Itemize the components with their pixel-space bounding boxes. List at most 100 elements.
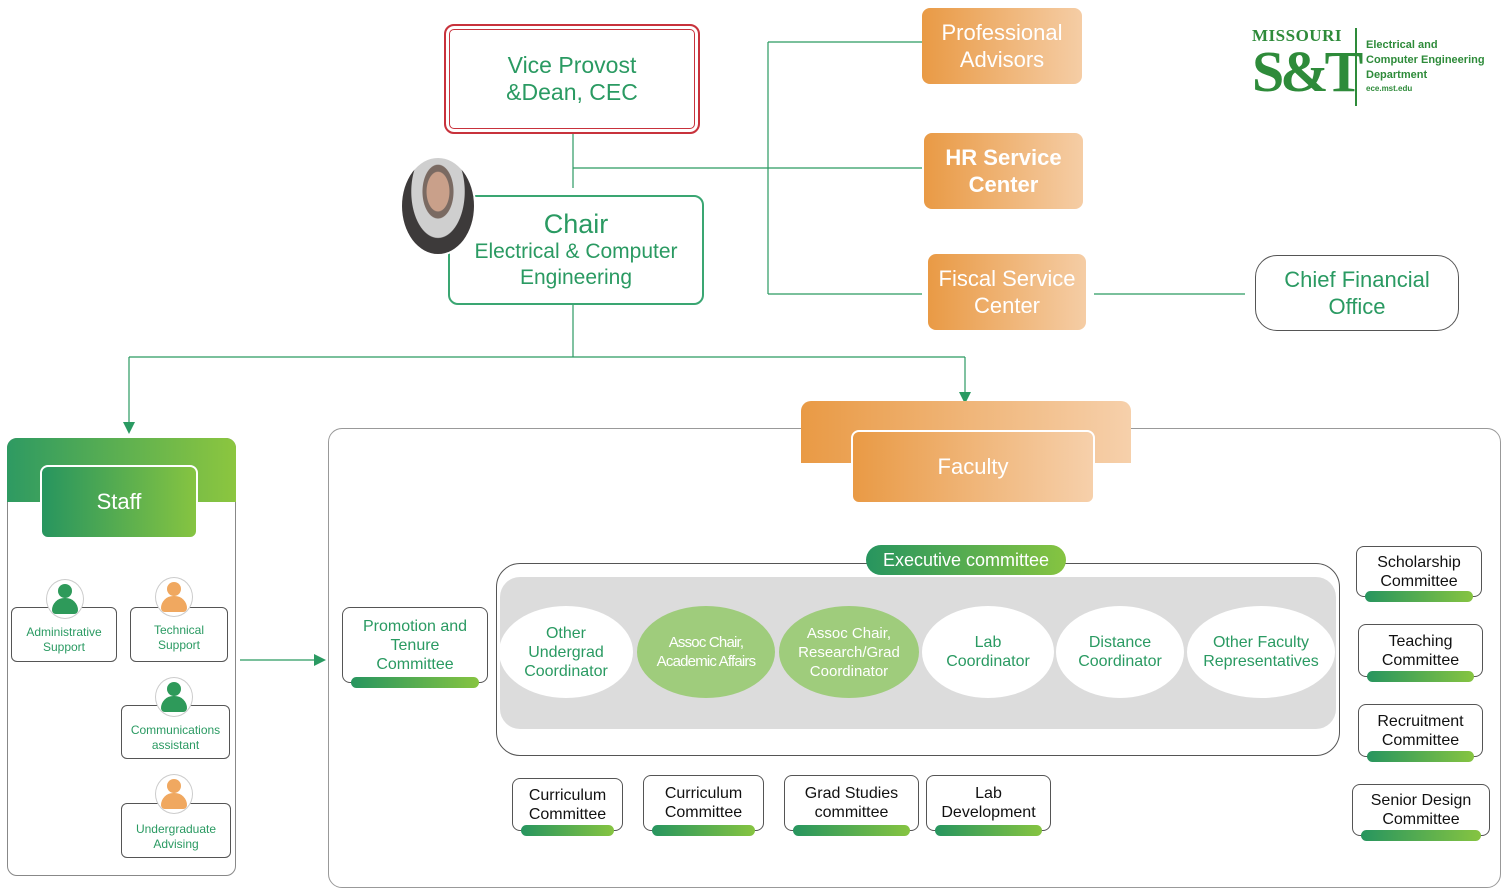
executive-committee-pill: Executive committee <box>866 545 1066 575</box>
promotion-tenure-box: Promotion and Tenure Committee <box>342 607 488 688</box>
staff-member-line1: Technical <box>153 622 205 637</box>
oval-line2: Representatives <box>1203 653 1319 670</box>
committee-bar <box>1361 830 1481 841</box>
hr-service-line1: HR Service <box>945 145 1062 170</box>
vice-provost-line1: Vice Provost <box>507 52 637 78</box>
staff-member-line1: Undergraduate <box>135 821 217 836</box>
committee-line2: Committee <box>1382 811 1460 828</box>
logo-divider <box>1355 28 1357 106</box>
promotion-line3: Committee <box>376 655 454 673</box>
missouri-st-logo: MISSOURI S&T Electrical and Computer Eng… <box>1252 26 1492 110</box>
logo-dept-line2: Computer Engineering <box>1366 54 1485 66</box>
professional-advisors-box: Professional Advisors <box>922 8 1082 84</box>
cfo-box: Chief Financial Office <box>1255 255 1459 331</box>
cfo-line2: Office <box>1328 294 1386 319</box>
committee-line1: Scholarship <box>1377 553 1461 571</box>
staff-member-line2: assistant <box>151 738 200 752</box>
faculty-title: Faculty <box>937 454 1009 479</box>
committee-line1: Curriculum <box>528 786 607 804</box>
staff-member-technical: Technical Support <box>130 607 228 662</box>
staff-title: Staff <box>96 489 142 514</box>
chair-box: Chair Electrical & Computer Engineering <box>448 195 704 305</box>
fiscal-service-line2: Center <box>973 293 1041 318</box>
promotion-line2: Tenure <box>390 636 440 654</box>
senior-design-committee: Senior Design Committee <box>1352 784 1490 841</box>
committee-line2: Committee <box>1381 651 1460 669</box>
committee-bar <box>1365 591 1473 602</box>
scholarship-committee: Scholarship Committee <box>1356 546 1482 602</box>
oval-line3: Coordinator <box>809 662 889 680</box>
committee-line2: Development <box>941 804 1036 821</box>
professional-advisors-line2: Advisors <box>959 47 1045 72</box>
logo-dept-line3: Department <box>1366 69 1428 81</box>
oval-line2: Academic Affairs <box>656 653 756 670</box>
committee-bar <box>935 825 1042 836</box>
committee-bar <box>351 677 479 688</box>
logo-dept-line1: Electrical and <box>1366 39 1438 51</box>
committee-bar <box>521 825 614 836</box>
oval-distance-coordinator: Distance Coordinator <box>1056 606 1184 698</box>
professional-advisors-line1: Professional <box>941 20 1063 45</box>
staff-member-line1: Administrative <box>26 624 102 639</box>
committee-line1: Grad Studies <box>804 785 899 802</box>
committee-bar <box>1367 671 1474 682</box>
person-icon <box>156 578 192 616</box>
committee-bar <box>793 825 910 836</box>
committee-line1: Senior Design <box>1370 792 1472 809</box>
oval-line2: Coordinator <box>1078 653 1162 670</box>
committee-line1: Recruitment <box>1377 712 1464 730</box>
committee-bar <box>652 825 755 836</box>
curriculum-committee-1: Curriculum Committee <box>512 778 623 836</box>
committee-line1: Teaching <box>1388 632 1453 650</box>
oval-line2: Research/Grad <box>798 643 900 661</box>
oval-line3: Coordinator <box>524 662 608 680</box>
cfo-line1: Chief Financial <box>1284 267 1430 292</box>
committee-line2: Committee <box>528 805 607 823</box>
vice-provost-line2: &Dean, CEC <box>506 79 638 105</box>
logo-missouri: MISSOURI <box>1252 26 1342 45</box>
oval-other-faculty-reps: Other Faculty Representatives <box>1187 606 1335 698</box>
committee-line2: committee <box>814 804 889 821</box>
staff-title-box: Staff <box>40 465 198 539</box>
staff-member-line2: Support <box>157 637 201 652</box>
staff-member-line1: Communications <box>130 723 221 737</box>
oval-line1: Distance <box>1088 634 1152 651</box>
person-icon <box>47 580 83 618</box>
teaching-committee: Teaching Committee <box>1358 624 1483 682</box>
hr-service-line2: Center <box>968 172 1039 197</box>
oval-lab-coordinator: Lab Coordinator <box>922 606 1054 698</box>
vice-provost-box: Vice Provost &Dean, CEC <box>444 24 700 134</box>
person-icon <box>156 775 192 813</box>
chair-line3: Engineering <box>519 266 633 289</box>
chair-line2: Electrical & Computer <box>474 240 678 263</box>
committee-line1: Lab <box>975 785 1002 802</box>
faculty-title-box: Faculty <box>851 430 1095 504</box>
oval-other-undergrad: Other Undergrad Coordinator <box>499 606 633 698</box>
oval-line1: Assoc Chair, <box>806 624 892 642</box>
executive-committee-label: Executive committee <box>882 549 1050 570</box>
promotion-line1: Promotion and <box>362 617 468 635</box>
lab-development-box: Lab Development <box>926 775 1051 836</box>
logo-url: ece.mst.edu <box>1366 84 1413 93</box>
oval-line2: Undergrad <box>528 643 604 661</box>
committee-bar <box>1367 751 1474 762</box>
recruitment-committee: Recruitment Committee <box>1358 704 1483 762</box>
chair-photo <box>402 158 474 254</box>
oval-line1: Other Faculty <box>1212 634 1310 651</box>
grad-studies-committee: Grad Studies committee <box>784 775 919 836</box>
person-icon <box>156 678 192 716</box>
staff-member-line2: Advising <box>153 836 199 851</box>
fiscal-service-line1: Fiscal Service <box>938 266 1076 291</box>
committee-line2: Committee <box>1381 731 1460 749</box>
oval-line1: Lab <box>974 634 1002 651</box>
logo-st: S&T <box>1252 39 1363 104</box>
oval-line1: Other <box>545 624 586 642</box>
oval-line2: Coordinator <box>946 653 1030 670</box>
chair-title: Chair <box>543 209 609 239</box>
staff-member-line2: Support <box>42 639 86 654</box>
committee-line2: Committee <box>1380 572 1458 590</box>
fiscal-service-box: Fiscal Service Center <box>928 254 1086 330</box>
committee-line1: Curriculum <box>664 785 743 802</box>
oval-assoc-chair-academic: Assoc Chair, Academic Affairs <box>637 606 775 698</box>
hr-service-box: HR Service Center <box>924 133 1083 209</box>
